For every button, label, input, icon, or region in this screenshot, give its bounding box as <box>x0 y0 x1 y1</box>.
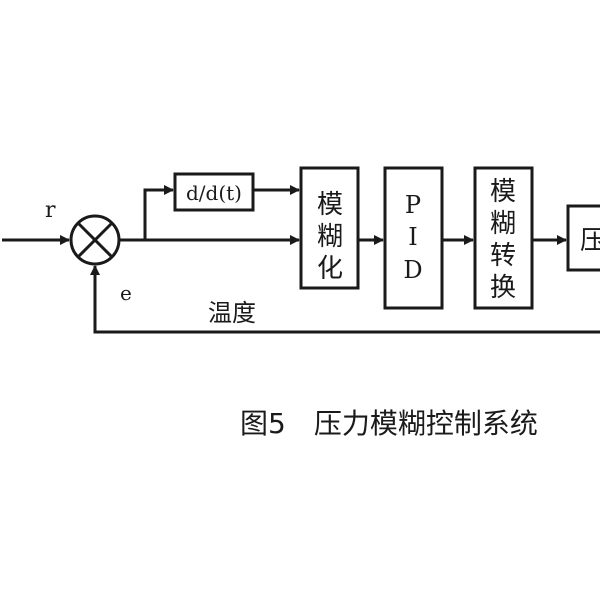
svg-text:模: 模 <box>317 190 343 220</box>
summing-junction <box>69 214 121 266</box>
svg-text:I: I <box>408 223 417 251</box>
svg-text:D: D <box>403 256 422 284</box>
figure-caption: 图5 压力模糊控制系统 <box>240 407 538 440</box>
svg-text:转: 转 <box>490 241 516 271</box>
svg-text:糊: 糊 <box>490 209 516 239</box>
output-block <box>566 204 600 272</box>
fuzzify-block-label: 模 糊 化 <box>317 190 343 284</box>
defuzzify-block <box>473 166 534 310</box>
svg-text:P: P <box>405 191 421 219</box>
fuzzify-block <box>299 166 360 290</box>
error-label: e <box>120 281 132 305</box>
svg-text:化: 化 <box>317 254 343 284</box>
feedback-label: 温度 <box>208 299 256 327</box>
pid-block <box>383 166 444 310</box>
pid-block-label: P I D <box>403 191 422 284</box>
defuzzify-block-label: 模 糊 转 换 <box>490 177 516 303</box>
error-to-derivative-branch <box>143 185 174 240</box>
output-block-label: 压 <box>580 226 600 256</box>
feedback-path <box>90 265 600 334</box>
derivative-block-label: d/d(t) <box>186 181 242 205</box>
svg-text:糊: 糊 <box>317 222 343 252</box>
input-label: r <box>45 198 56 223</box>
derivative-block <box>173 172 255 212</box>
svg-text:模: 模 <box>490 177 516 207</box>
svg-text:换: 换 <box>490 273 516 303</box>
